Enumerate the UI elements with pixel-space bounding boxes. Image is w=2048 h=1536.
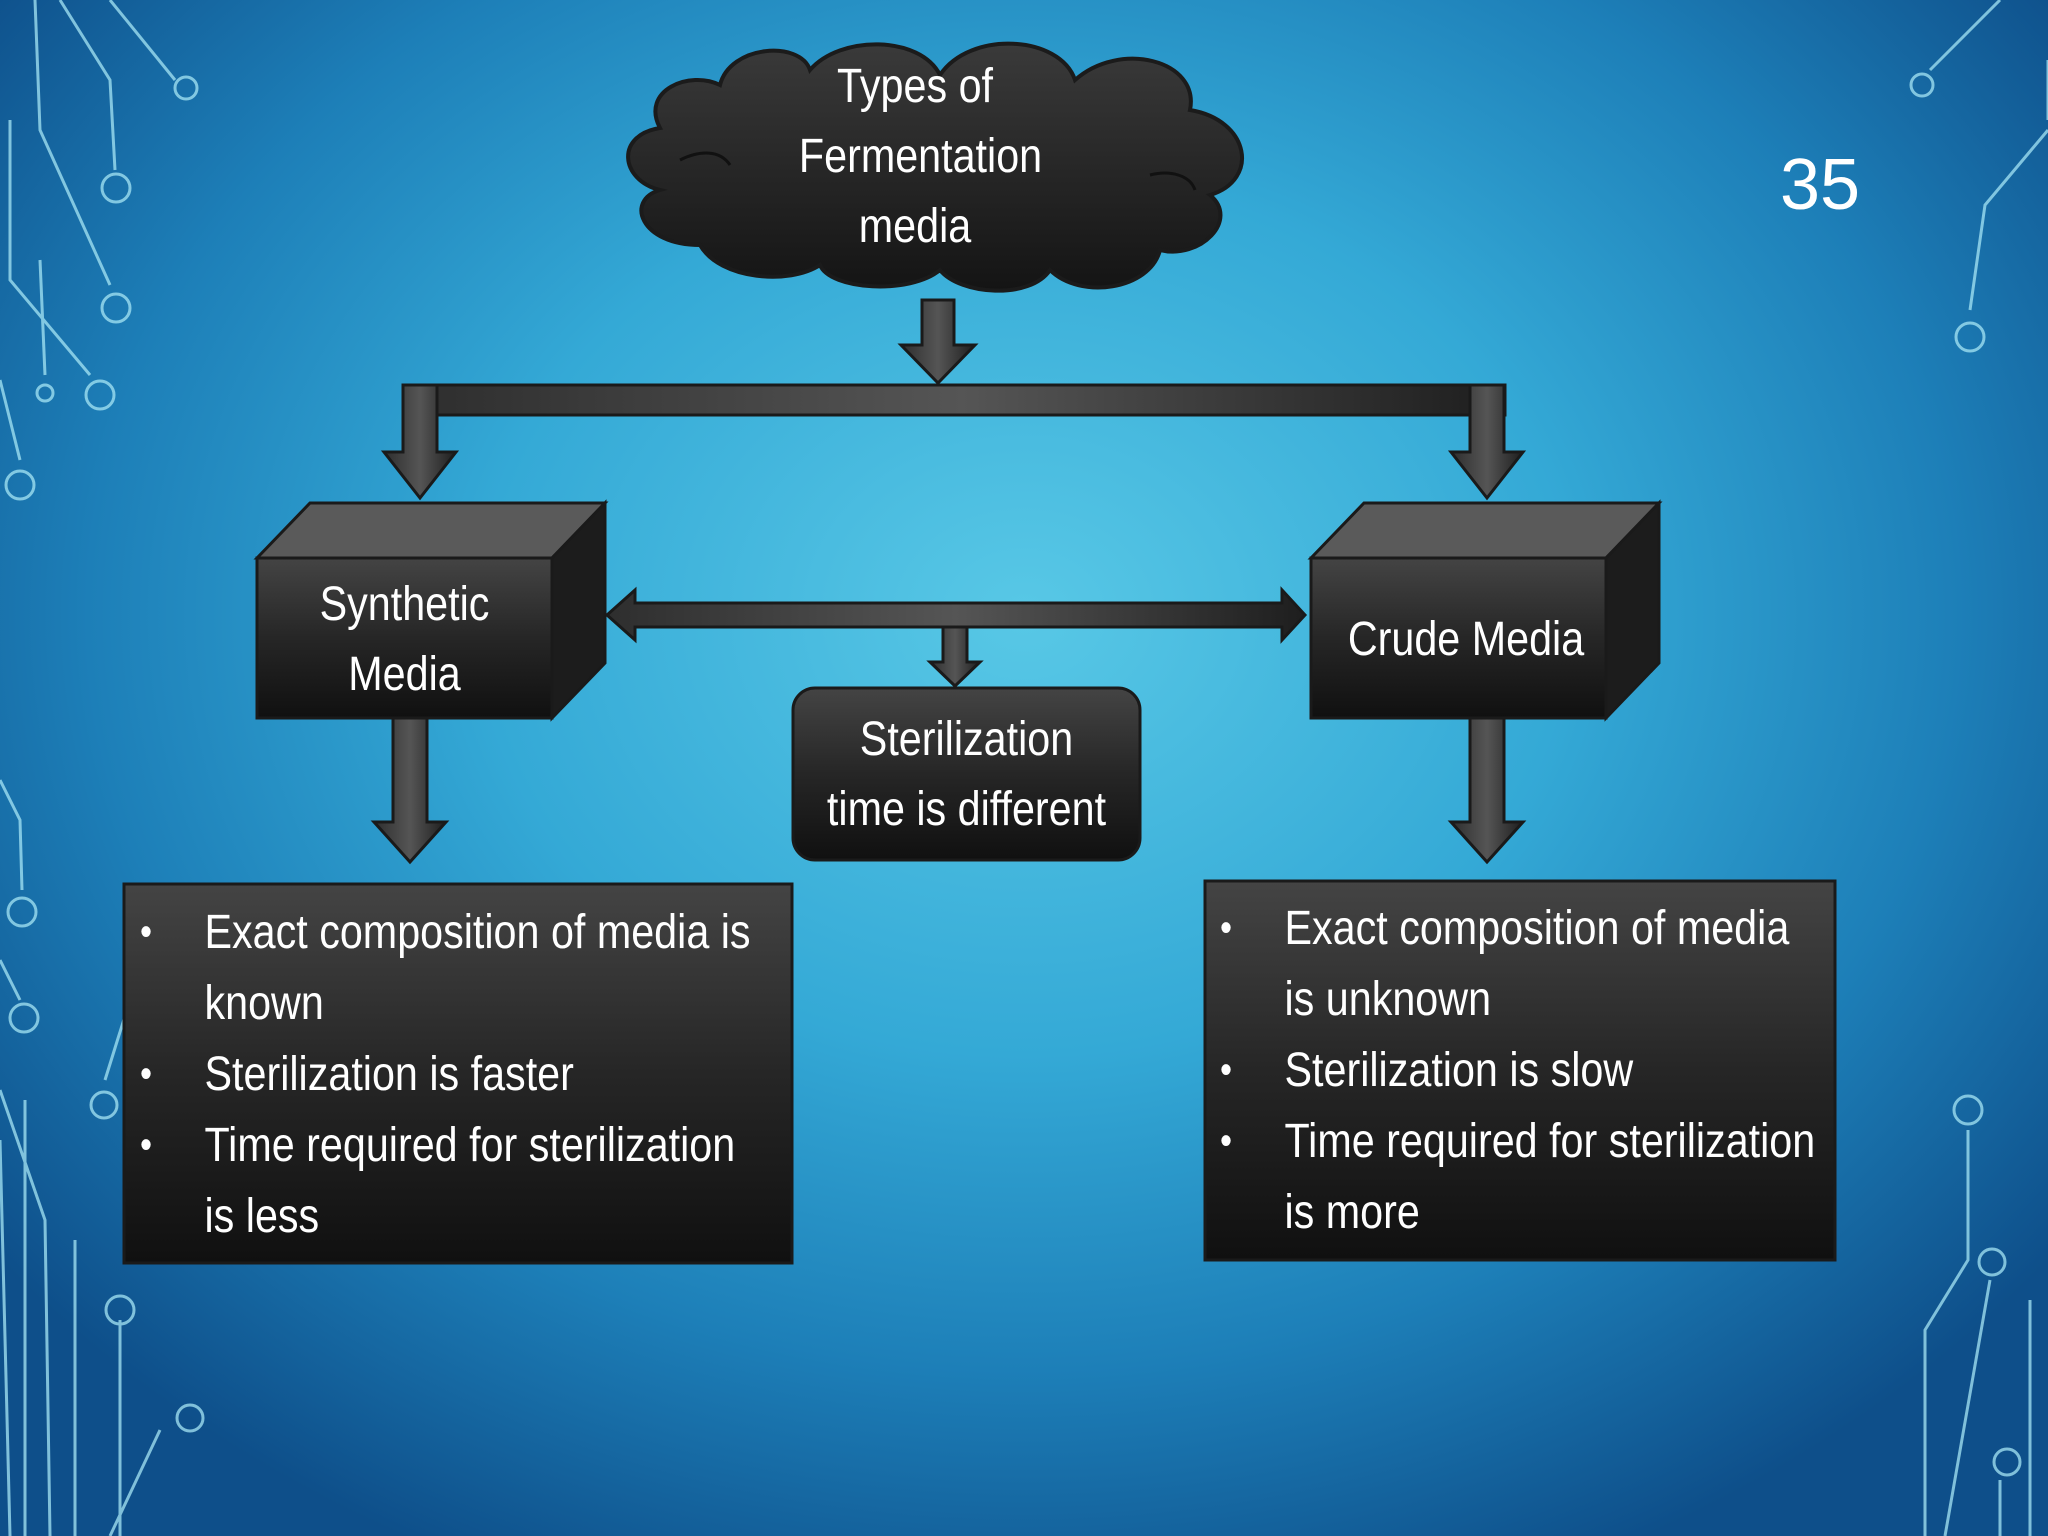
arrow-to-middle [926,625,984,689]
arrow-synthetic-to-list [370,716,450,865]
root-label-text: Types of Fermentation media [798,60,1043,253]
distribution-bar [418,383,1507,417]
middle-box [791,686,1142,862]
crude-media-label-text: Crude Media [1347,613,1585,666]
cloud-contour [679,151,1197,191]
list-item: Sterilization is slow [1220,1035,1822,1106]
arrow-to-synthetic [380,383,460,501]
circuit-decoration-right [1909,0,2048,1536]
list-item: Time required for sterilization is more [1220,1106,1822,1248]
synthetic-media-label-text: Synthetic Media [319,578,490,701]
root-label: Types of Fermentation media [790,52,1043,262]
root-cloud [626,41,1245,293]
synthetic-media-label: Synthetic Media [286,570,523,710]
list-item: Exact composition of media is unknown [1220,893,1822,1035]
crude-media-label: Crude Media [1333,570,1600,710]
double-arrow-connector [604,586,1308,644]
list-item: Exact composition of media is known [140,897,759,1039]
synthetic-box [253,499,609,722]
crude-bullet-list: Exact composition of media is unknown St… [1220,893,1822,1248]
crude-box [1307,499,1663,722]
middle-label: Sterilization time is different [817,692,1115,857]
root-down-arrow [897,298,979,386]
arrow-crude-to-list [1447,716,1527,865]
circuit-decoration-left [0,0,205,1536]
synthetic-bullet-list: Exact composition of media is known Ster… [140,897,759,1252]
slide-number: 35 [1779,145,1861,225]
arrow-to-crude [1447,383,1527,501]
list-item: Sterilization is faster [140,1039,759,1110]
middle-label-text: Sterilization time is different [826,712,1107,836]
list-item: Time required for sterilization is less [140,1110,759,1252]
